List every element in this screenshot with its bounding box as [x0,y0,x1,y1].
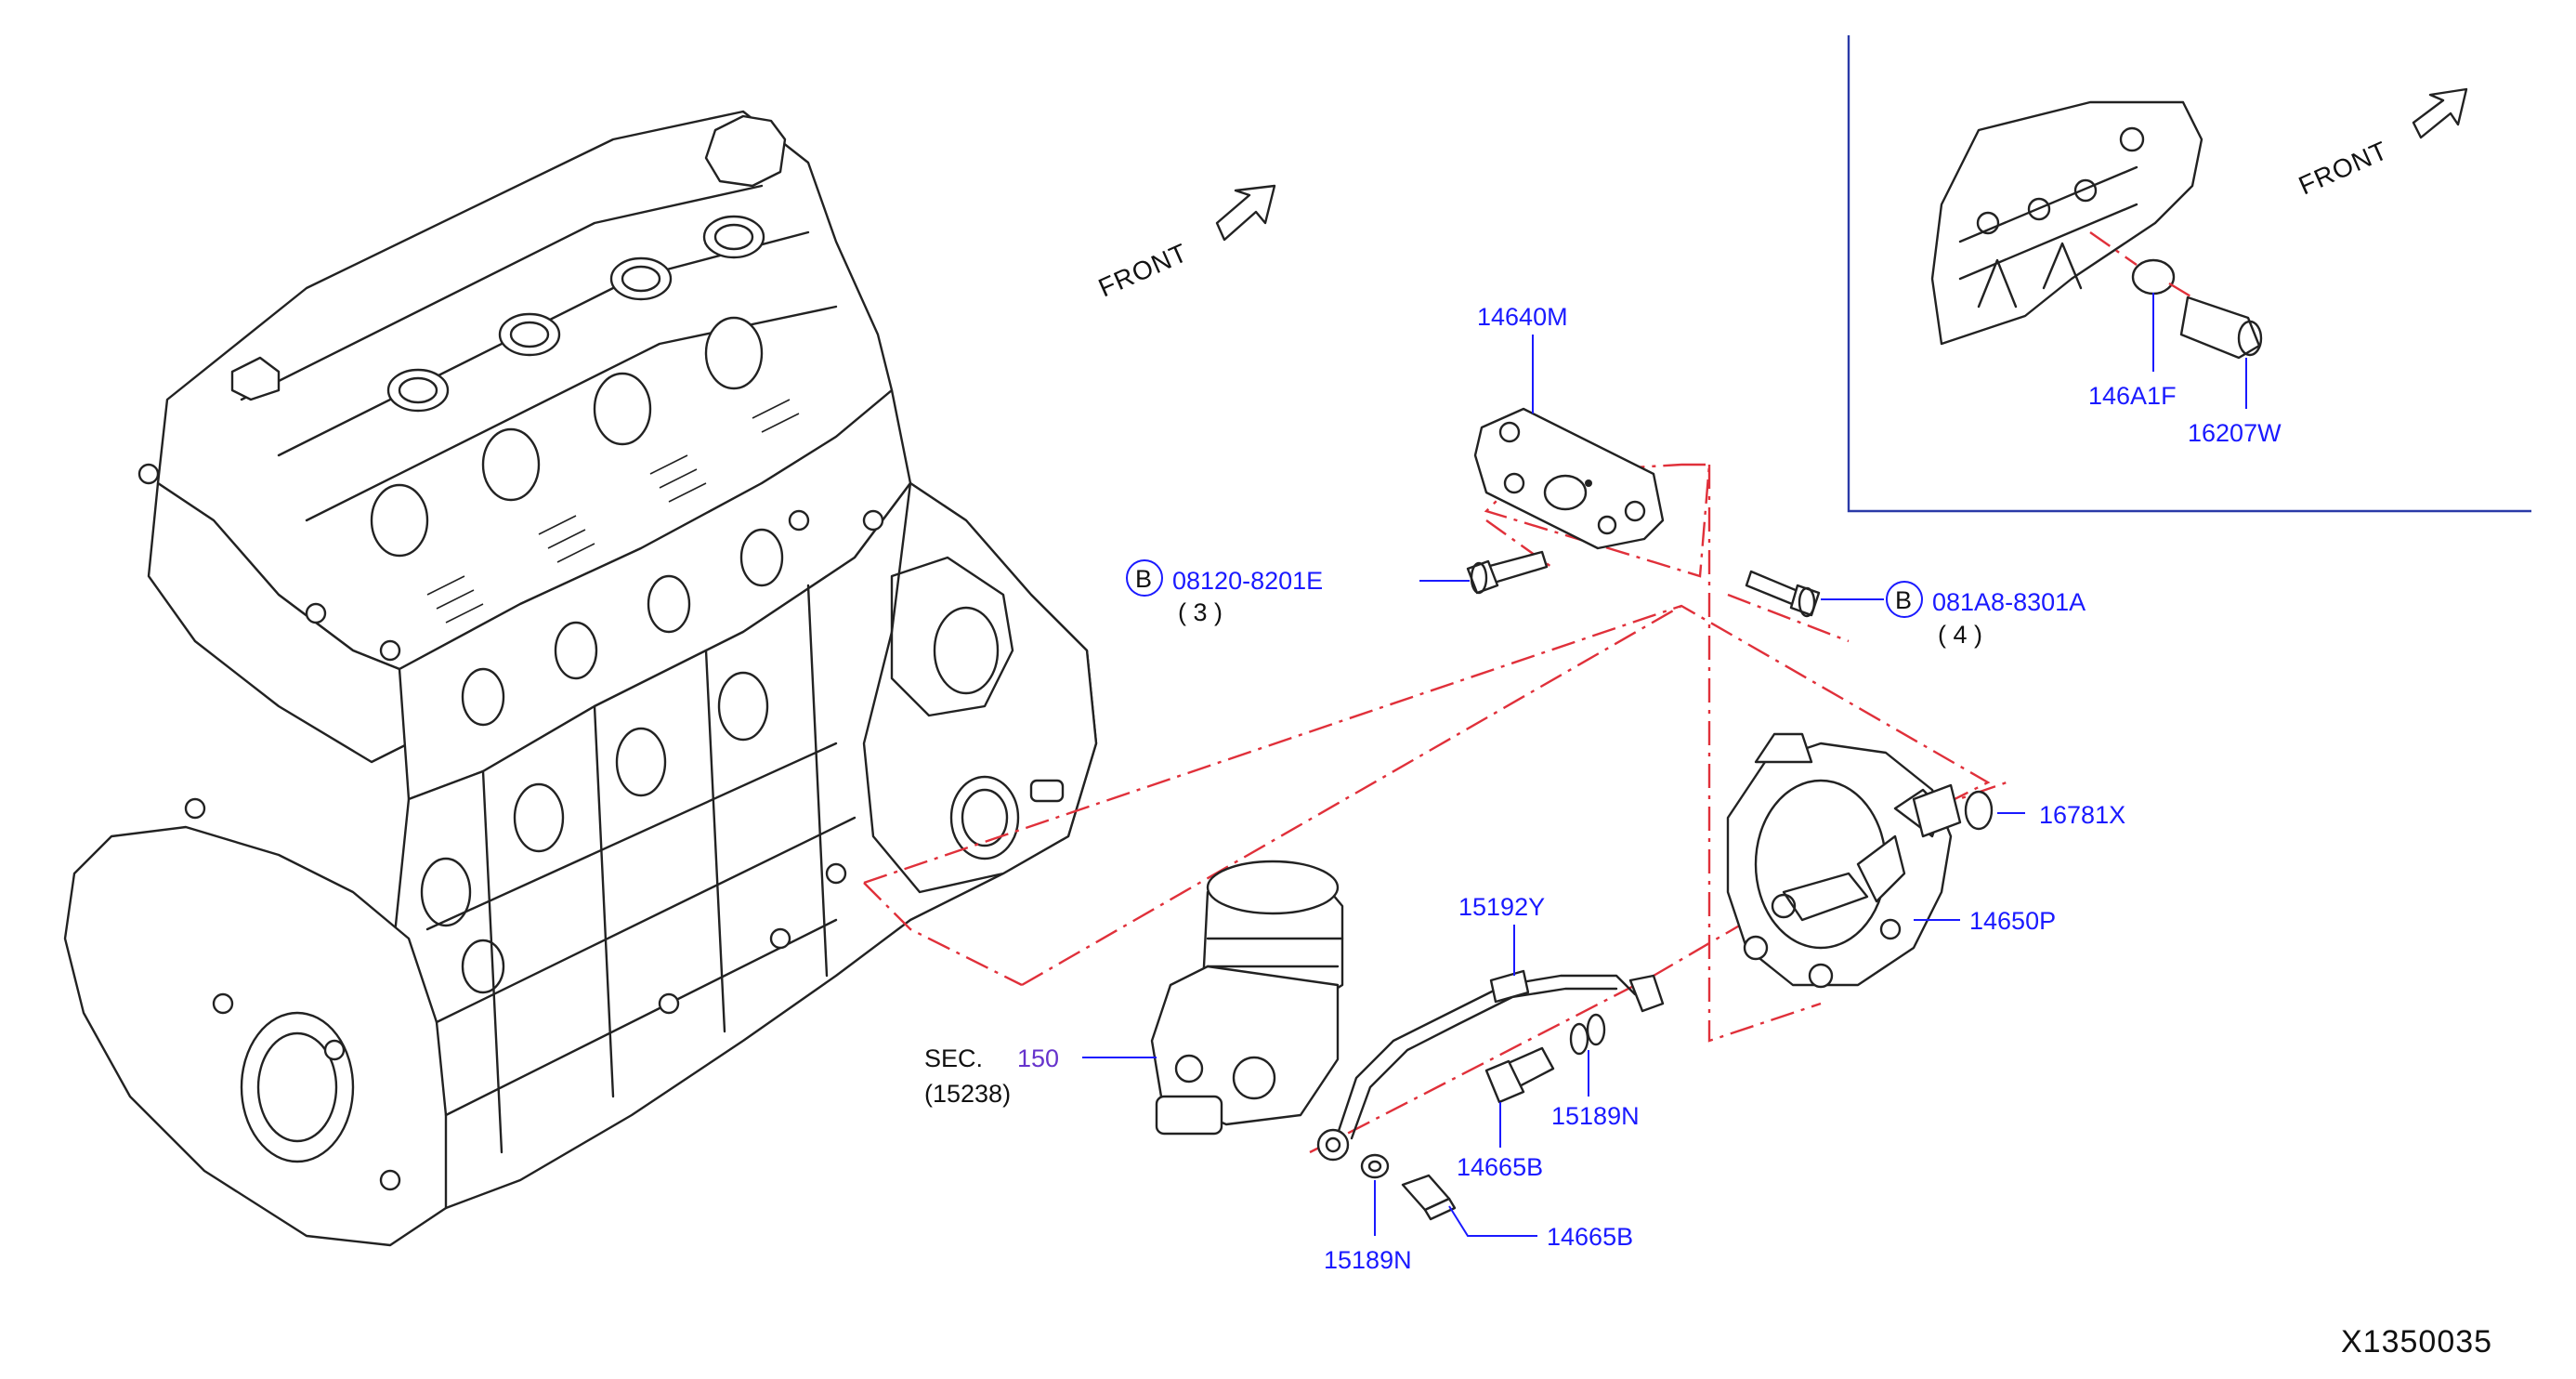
oil-hose-15192y [1316,969,1665,1162]
bolt-left [1466,550,1549,595]
union-bolt-14665b-lower [1401,1174,1457,1221]
callout-15192y: 15192Y [1458,893,1545,921]
vacuum-pump-14650p [1726,732,1962,989]
engine-block [63,110,1098,1247]
callout-14640m: 14640M [1477,303,1568,331]
inset-panel [1847,35,2531,513]
callout-08120-8201e: 08120-8201E [1172,567,1323,595]
bolt-right [1745,570,1821,618]
callout-081a8-8301a: 081A8-8301A [1932,588,2086,616]
qty-081a8-8301a: ( 4 ) [1938,621,1982,649]
front-label-main: FRONT [1094,238,1192,303]
bolt-marker-left-letter: B [1135,565,1152,593]
bolt-marker-left [1126,559,1163,597]
inset-collar-146a1f [2131,258,2176,296]
bolt-marker-right [1886,581,1923,618]
drawing-id: X1350035 [2341,1324,2492,1359]
callout-16781x: 16781X [2039,801,2125,829]
callout-15189n-lower: 15189N [1324,1246,1412,1274]
qty-08120-8201e: ( 3 ) [1178,598,1223,626]
callout-146a1f: 146A1F [2088,382,2177,410]
bracket-14640m [1473,407,1665,550]
front-label-inset: FRONT [2295,136,2392,201]
leader-14665b-lower [1448,1205,1537,1237]
oring-16781x [1964,790,1994,831]
callout-14650p: 14650P [1969,907,2056,935]
front-arrow-inset [2412,87,2468,139]
union-bolt-14665b-upper [1484,1046,1555,1104]
callout-14665b-upper: 14665B [1457,1153,1543,1181]
oil-filter-assembly [1150,860,1344,1136]
bolt-marker-right-letter: B [1895,586,1912,614]
sec-label-number: 150 [1017,1044,1059,1072]
washer-15189n-lower [1360,1153,1390,1179]
washer-15189n-upper [1569,1013,1606,1056]
callout-16207w: 16207W [2188,419,2282,447]
front-arrow-main [1215,184,1276,242]
inset-plug-16207w [2179,296,2261,360]
callout-15189n-upper: 15189N [1551,1102,1640,1130]
sec-label-sub: (15238) [924,1080,1011,1108]
callout-14665b-lower: 14665B [1547,1223,1633,1251]
sec-label-prefix: SEC. [924,1044,983,1072]
